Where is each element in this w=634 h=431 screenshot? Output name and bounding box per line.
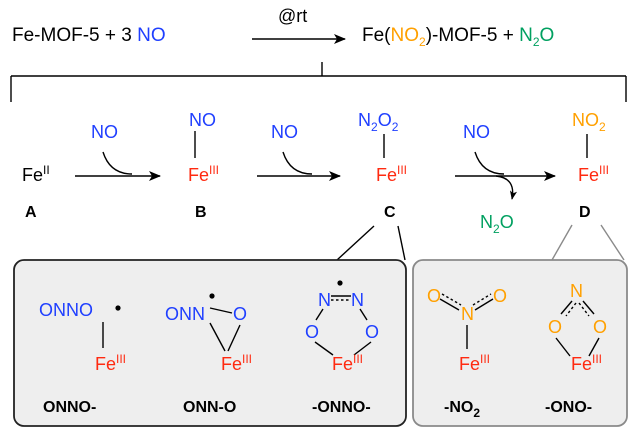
step2-no: NO [271, 122, 298, 142]
step3-curve-in [474, 151, 505, 175]
c-isomers-box [13, 259, 407, 427]
label-b: B [195, 204, 207, 221]
c-fe: FeIII [376, 163, 407, 185]
c-n2o2-ligand: N2O2 [358, 110, 399, 134]
svg-text:N: N [351, 290, 364, 310]
onn-o-label: ONN-O [183, 399, 236, 416]
callout-lines [336, 224, 625, 261]
isomer-onn-o: ONN O FeIII ONN-O [165, 293, 252, 416]
no-reagent-text: NO [137, 25, 166, 46]
nitro-label: -NO2 [444, 399, 480, 420]
svg-text:FeIII: FeIII [459, 352, 490, 374]
svg-text:N: N [570, 281, 583, 301]
svg-text:O: O [427, 286, 441, 306]
isomer-nitrito: N O O FeIII -ONO- [545, 281, 607, 416]
b-no-ligand: NO [189, 110, 216, 130]
svg-text:FeIII: FeIII [221, 352, 252, 374]
d-isomers-box [412, 259, 628, 427]
fe-ii-start: FeII [22, 163, 50, 185]
svg-text:O: O [593, 317, 607, 337]
step3-no: NO [463, 122, 490, 142]
svg-text:N: N [318, 290, 331, 310]
overall-equation: Fe-MOF-5 + 3 NO @rt Fe(NO2)-MOF-5 + N2O [12, 6, 554, 49]
isomer-onno: ONNO FeIII ONNO- [39, 300, 126, 416]
onno-label: ONNO- [43, 399, 96, 416]
d-fe: FeIII [578, 163, 609, 185]
step1-curve [102, 151, 133, 175]
step3-curve-out [495, 175, 518, 200]
svg-text:N: N [461, 304, 474, 324]
label-c: C [384, 204, 396, 221]
svg-text:O: O [548, 317, 562, 337]
ring-o: O [233, 304, 247, 324]
svg-text:O: O [493, 286, 507, 306]
label-d: D [579, 204, 591, 221]
condition-label: @rt [278, 6, 307, 26]
b-fe: FeIII [188, 163, 219, 185]
onn-ligand: ONN [165, 304, 205, 324]
svg-text:FeIII: FeIII [571, 352, 602, 374]
step3-n2o: N2O [480, 212, 514, 236]
isomer-ring-onno: N N O O FeIII -ONNO- [305, 280, 379, 416]
onno-ligand: ONNO [39, 300, 93, 320]
isomer-nitro: O N O FeIII -NO2 [427, 286, 507, 420]
equation-reactants: Fe-MOF-5 + 3 NO [12, 25, 166, 46]
radical-dot [209, 293, 215, 299]
step1-no: NO [91, 122, 118, 142]
svg-text:O: O [365, 322, 379, 342]
radical-dot [115, 305, 121, 311]
step2-curve [282, 151, 313, 175]
svg-text:FeIII: FeIII [95, 352, 126, 374]
svg-text:O: O [305, 322, 319, 342]
radical-dot [337, 280, 343, 286]
nitrito-label: -ONO- [545, 399, 592, 416]
svg-text:FeIII: FeIII [332, 352, 363, 374]
bracket [10, 62, 627, 102]
pathway: FeII A NO NO FeIII B NO N2O2 FeIII C NO … [22, 110, 609, 236]
d-no2-ligand: NO2 [572, 110, 606, 134]
label-a: A [25, 204, 37, 221]
equation-products: Fe(NO2)-MOF-5 + N2O [362, 25, 554, 49]
ring-onno-label: -ONNO- [312, 399, 371, 416]
